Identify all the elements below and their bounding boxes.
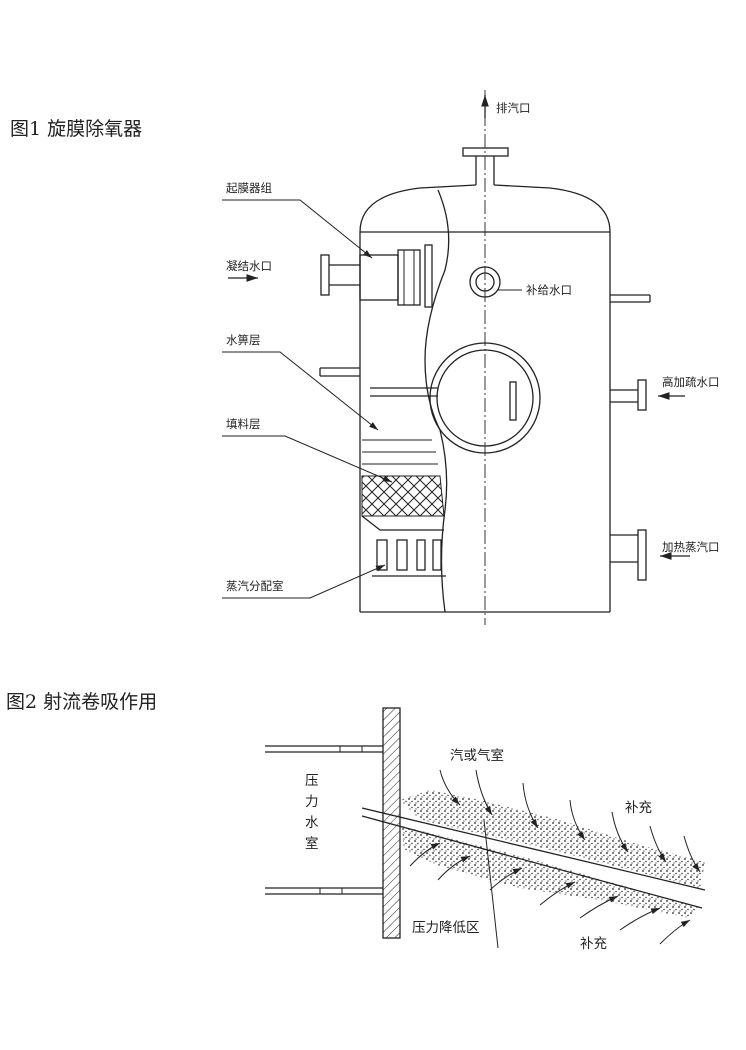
condensate-inlet-nozzle	[320, 254, 360, 296]
lower-entrainment-zone	[402, 826, 700, 918]
steam-distribution-chamber	[361, 515, 446, 577]
manhole	[370, 342, 541, 454]
tube-wall	[382, 707, 401, 939]
left-middle-stub	[319, 367, 360, 377]
label-steam-or-gas-chamber: 汽或气室	[450, 747, 504, 764]
pressure-chamber-char-2: 力	[305, 794, 319, 810]
makeup-inlet-nozzle	[469, 266, 501, 298]
label-makeup-inlet: 补给水口	[526, 283, 572, 297]
hp-drain-inlet-nozzle	[610, 379, 647, 411]
figure1-callouts	[222, 95, 690, 599]
label-heating-steam-inlet: 加热蒸汽口	[662, 540, 720, 554]
label-low-pressure-zone: 压力降低区	[412, 920, 480, 936]
label-steam-chamber: 蒸汽分配室	[226, 579, 284, 593]
figure1-title: 图1 旋膜除氧器	[10, 118, 142, 140]
film-former-group	[359, 244, 433, 308]
deaerator-vessel	[319, 90, 651, 625]
right-upper-stub	[610, 294, 651, 303]
pressure-chamber-char-1: 压	[305, 773, 319, 789]
pressure-chamber-char-3: 水	[305, 815, 319, 831]
heating-steam-inlet-nozzle	[610, 529, 647, 581]
pressure-chamber-char-4: 室	[305, 835, 319, 852]
label-water-grate: 水箅层	[226, 333, 261, 347]
upper-entrainment-zone	[400, 790, 705, 888]
label-hp-drain-inlet: 高加疏水口	[662, 375, 720, 389]
figure2-title: 图2 射流卷吸作用	[6, 691, 157, 713]
vent-nozzle	[462, 147, 509, 185]
jet-entrainment-diagram	[265, 707, 706, 949]
label-supplement-bottom: 补充	[580, 936, 607, 952]
label-pressure-water-chamber: 压 力 水 室	[305, 773, 319, 852]
vessel-head	[359, 184, 611, 233]
low-pressure-leader	[483, 819, 499, 949]
label-condensate-inlet: 凝结水口	[226, 259, 272, 273]
label-vent: 排汽口	[496, 101, 531, 115]
packing-layer	[361, 451, 445, 517]
label-supplement-top: 补充	[625, 800, 652, 816]
label-packing: 填料层	[226, 417, 261, 431]
label-film-group: 起膜器组	[226, 181, 272, 195]
